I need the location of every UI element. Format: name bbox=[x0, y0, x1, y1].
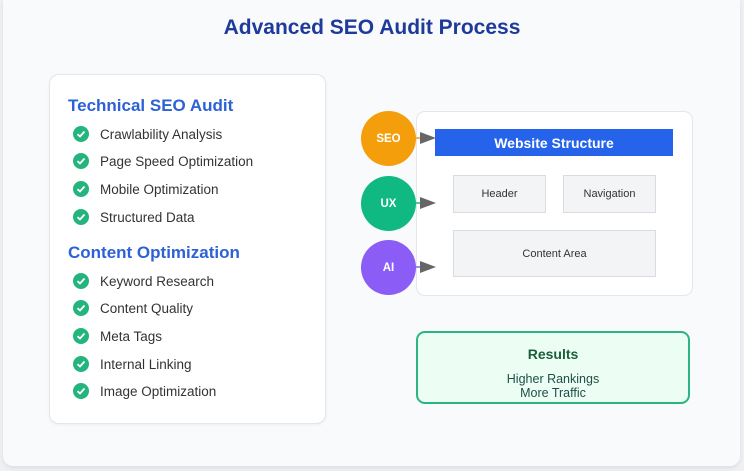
checklist-item-label: Image Optimization bbox=[100, 383, 217, 399]
checklist-item: Mobile Optimization bbox=[73, 180, 219, 198]
checklist-item: Crawlability Analysis bbox=[73, 125, 222, 143]
checklist-item: Meta Tags bbox=[73, 327, 162, 345]
checklist-item: Image Optimization bbox=[73, 382, 216, 400]
check-circle-icon bbox=[73, 273, 89, 289]
audit-checklist-card bbox=[49, 74, 326, 424]
checklist-item: Content Quality bbox=[73, 299, 193, 317]
checklist-item: Internal Linking bbox=[73, 355, 192, 373]
check-circle-icon bbox=[73, 328, 89, 344]
arrow-right-icon bbox=[416, 197, 436, 209]
checklist-item: Keyword Research bbox=[73, 272, 214, 290]
section-title-content: Content Optimization bbox=[68, 243, 240, 262]
check-circle-icon bbox=[73, 153, 89, 169]
section-title-technical: Technical SEO Audit bbox=[68, 96, 234, 115]
checklist-item-label: Crawlability Analysis bbox=[100, 126, 223, 142]
results-box: Results Higher Rankings More Traffic bbox=[416, 331, 690, 404]
checklist-item-label: Content Quality bbox=[100, 300, 194, 316]
ux-circle: UX bbox=[361, 176, 416, 231]
check-circle-icon bbox=[73, 181, 89, 197]
checklist-item: Page Speed Optimization bbox=[73, 152, 253, 170]
checklist-item-label: Mobile Optimization bbox=[100, 181, 219, 197]
checklist-item-label: Page Speed Optimization bbox=[100, 153, 254, 169]
results-title: Results bbox=[527, 346, 579, 362]
ai-circle: AI bbox=[361, 240, 416, 295]
results-line: More Traffic bbox=[520, 386, 586, 400]
arrow-right-icon bbox=[416, 132, 436, 144]
check-circle-icon bbox=[73, 126, 89, 142]
header-block: Header bbox=[453, 175, 546, 213]
checklist-item-label: Meta Tags bbox=[100, 328, 163, 344]
content-area-block: Content Area bbox=[453, 230, 656, 277]
check-circle-icon bbox=[73, 300, 89, 316]
checklist-item-label: Structured Data bbox=[100, 209, 195, 225]
check-circle-icon bbox=[73, 356, 89, 372]
page-title: Advanced SEO Audit Process bbox=[223, 16, 521, 39]
navigation-block: Navigation bbox=[563, 175, 656, 213]
checklist-item-label: Keyword Research bbox=[100, 273, 215, 289]
results-line: Higher Rankings bbox=[506, 372, 600, 386]
website-structure-title: Website Structure bbox=[435, 129, 673, 156]
check-circle-icon bbox=[73, 209, 89, 225]
seo-circle: SEO bbox=[361, 111, 416, 166]
checklist-item-label: Internal Linking bbox=[100, 356, 192, 372]
check-circle-icon bbox=[73, 383, 89, 399]
arrow-right-icon bbox=[416, 261, 436, 273]
checklist-item: Structured Data bbox=[73, 208, 195, 226]
